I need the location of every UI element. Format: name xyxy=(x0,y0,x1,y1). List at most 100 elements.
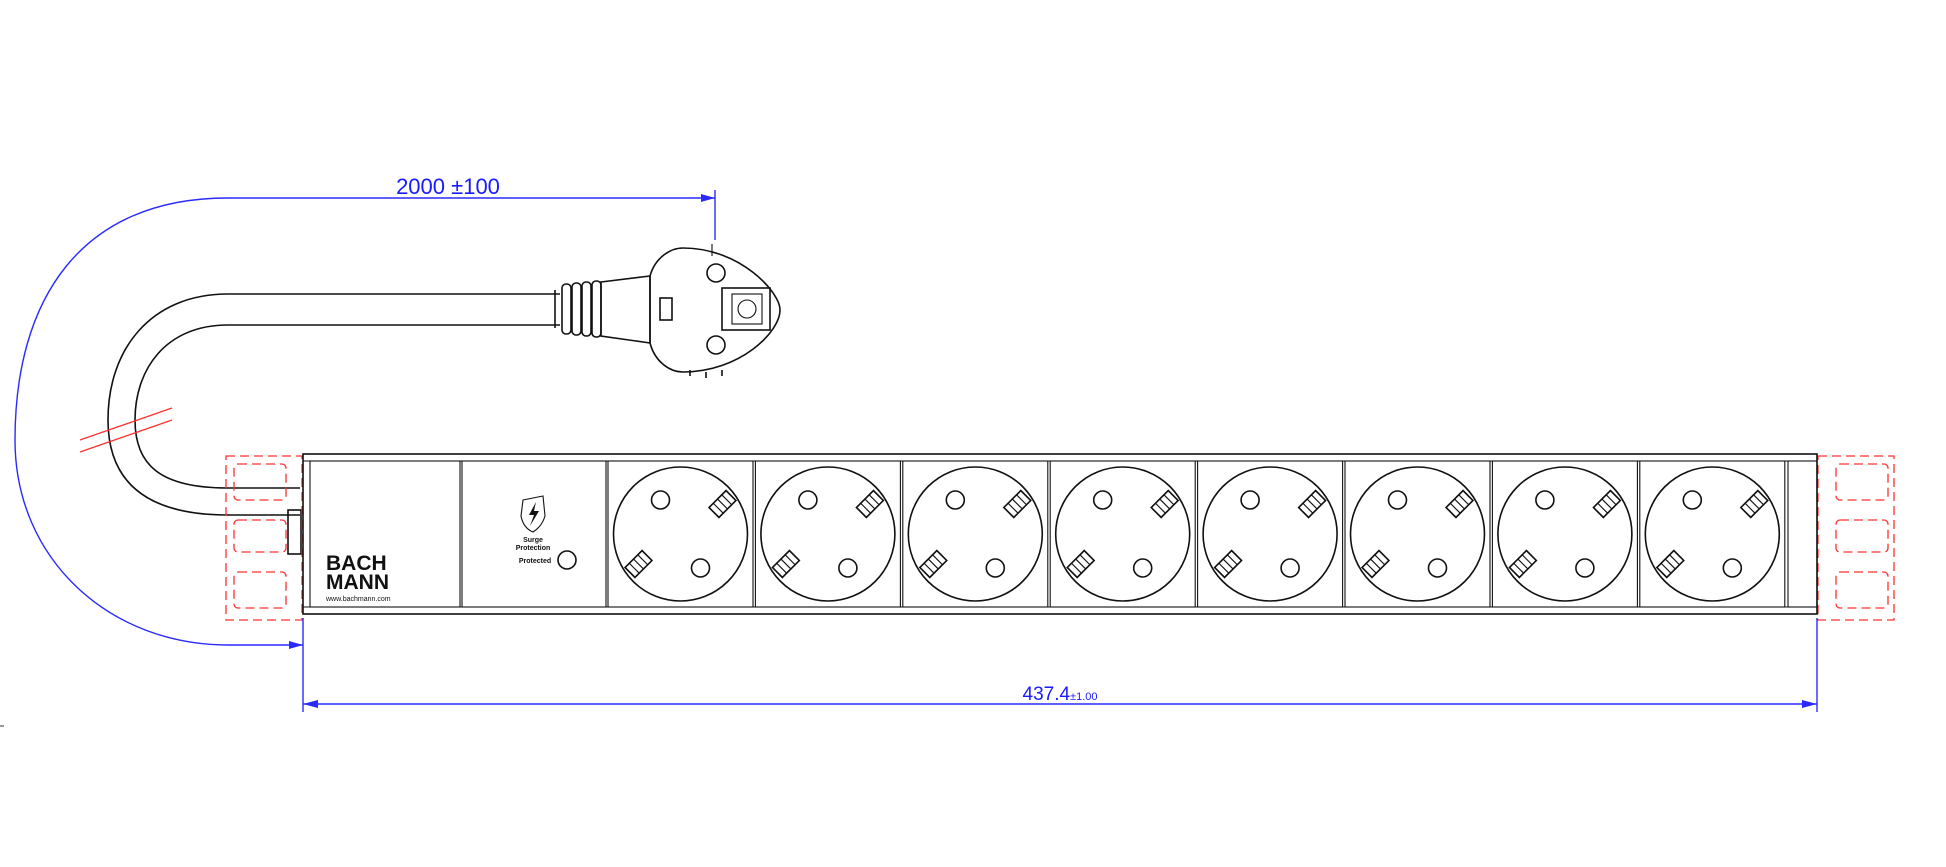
earth-clip-lines xyxy=(1218,554,1238,574)
socket-pin-hole xyxy=(1427,558,1448,578)
socket-pin-hole xyxy=(1132,558,1153,578)
socket-earth-clip xyxy=(1592,489,1622,519)
socket-pin-hole xyxy=(1092,490,1113,510)
socket-pin-hole xyxy=(1387,490,1408,510)
earth-clip-lines xyxy=(1007,494,1027,514)
earth-clip-lines xyxy=(1155,494,1175,514)
plug-bottom-notches xyxy=(689,370,723,378)
socket-pin-hole xyxy=(690,558,711,578)
socket-frame xyxy=(607,460,754,608)
socket-earth-clip xyxy=(1444,489,1475,519)
earth-clip-lines xyxy=(1513,554,1533,574)
bracket-slot xyxy=(233,571,287,609)
earth-clip-lines xyxy=(1449,494,1470,514)
cable-length-label: 2000 ±100 xyxy=(396,174,500,199)
plug-side-notch xyxy=(659,297,673,321)
socket-earth-clip xyxy=(1297,489,1327,519)
bracket-slot xyxy=(1835,519,1889,553)
protected-label: Protected xyxy=(519,558,551,565)
bracket-slot xyxy=(1835,463,1889,501)
plug-rib xyxy=(581,281,592,337)
socket-pin-hole xyxy=(1535,490,1555,510)
brand-website: www.bachmann.com xyxy=(325,596,391,603)
socket-face xyxy=(1054,466,1191,602)
mounting-bracket-right xyxy=(1817,455,1895,621)
mounting-bracket-left xyxy=(225,455,303,621)
brand-panel xyxy=(309,460,461,608)
socket xyxy=(754,460,901,608)
cable-dimension-arrow xyxy=(701,194,715,202)
socket xyxy=(1639,460,1786,608)
socket-earth-clip xyxy=(1002,489,1032,519)
socket-earth-clip xyxy=(855,489,885,519)
brand-logo-line2: MANN xyxy=(326,571,389,594)
power-strip-body: BACH MANN www.bachmann.com Surge Protect… xyxy=(302,453,1818,615)
socket-pin-hole xyxy=(1575,558,1595,578)
socket-pin-hole xyxy=(838,558,858,578)
socket-pin-hole xyxy=(985,558,1006,578)
earth-clip-lines xyxy=(712,494,733,514)
cable-dimension-arc xyxy=(14,197,303,646)
earth-clip-body xyxy=(918,549,948,579)
earth-clip-body xyxy=(771,549,801,579)
surge-panel xyxy=(461,460,607,608)
earth-clip-lines xyxy=(628,554,649,574)
socket-earth-clip xyxy=(1213,549,1243,579)
socket-frame xyxy=(1049,460,1196,608)
earth-clip-body xyxy=(707,489,738,519)
socket-earth-clip xyxy=(1150,489,1180,519)
socket-frame xyxy=(902,460,1049,608)
surge-label-line1: Surge xyxy=(523,537,543,544)
strip-length-dimension: 437.4±1.00 xyxy=(302,618,1818,712)
socket-pin-hole xyxy=(650,490,671,510)
socket-pin-hole xyxy=(798,490,818,510)
socket-pin-hole xyxy=(945,490,966,510)
plug-face xyxy=(649,247,781,373)
cable-inner-edge xyxy=(134,324,560,489)
cable-dimension-arc-arrow xyxy=(289,641,303,649)
cable-length-dimension: 2000 ±100 xyxy=(14,174,716,649)
socket xyxy=(1197,460,1344,608)
plug-neck xyxy=(600,275,651,344)
lightning-icon xyxy=(529,502,539,526)
strip-rails xyxy=(303,460,1817,608)
socket-row xyxy=(607,460,1786,608)
socket-face xyxy=(612,466,749,602)
socket-earth-clip xyxy=(1508,549,1538,579)
plug-rib xyxy=(571,282,582,336)
cable-grommet xyxy=(287,509,302,555)
cable-outer-edge xyxy=(107,293,560,516)
socket-face xyxy=(1349,466,1486,602)
earth-clip-body xyxy=(1002,489,1032,519)
plug-rib xyxy=(591,280,602,338)
socket-frame xyxy=(1344,460,1491,608)
socket-pin-hole xyxy=(1240,490,1260,510)
protection-indicator-led xyxy=(557,550,577,570)
earth-clip-body xyxy=(855,489,885,519)
earth-clip-lines xyxy=(1365,554,1386,574)
cable-break-mark xyxy=(79,407,173,441)
strip-housing xyxy=(302,453,1818,615)
plug-pin-top xyxy=(706,263,726,283)
earth-clip-lines xyxy=(860,494,880,514)
strip-dimension-arrow-right xyxy=(1802,700,1817,708)
socket-earth-clip xyxy=(1655,549,1685,579)
brand-logo-line1: BACH xyxy=(326,552,387,575)
bracket-slot xyxy=(233,519,287,553)
socket-earth-clip xyxy=(1360,549,1391,579)
earth-clip-lines xyxy=(1744,494,1764,514)
socket xyxy=(1049,460,1196,608)
bracket-slot xyxy=(1835,571,1889,609)
plug-rib xyxy=(561,283,572,335)
earth-clip-lines xyxy=(1660,554,1680,574)
socket-earth-clip xyxy=(771,549,801,579)
schuko-plug xyxy=(554,244,781,378)
plug-earth-screw xyxy=(737,299,757,319)
earth-clip-lines xyxy=(923,554,943,574)
socket-face xyxy=(1497,466,1633,602)
socket-frame xyxy=(1491,460,1638,608)
socket-frame xyxy=(1197,460,1344,608)
earth-clip-lines xyxy=(1597,494,1617,514)
socket xyxy=(1491,460,1638,608)
